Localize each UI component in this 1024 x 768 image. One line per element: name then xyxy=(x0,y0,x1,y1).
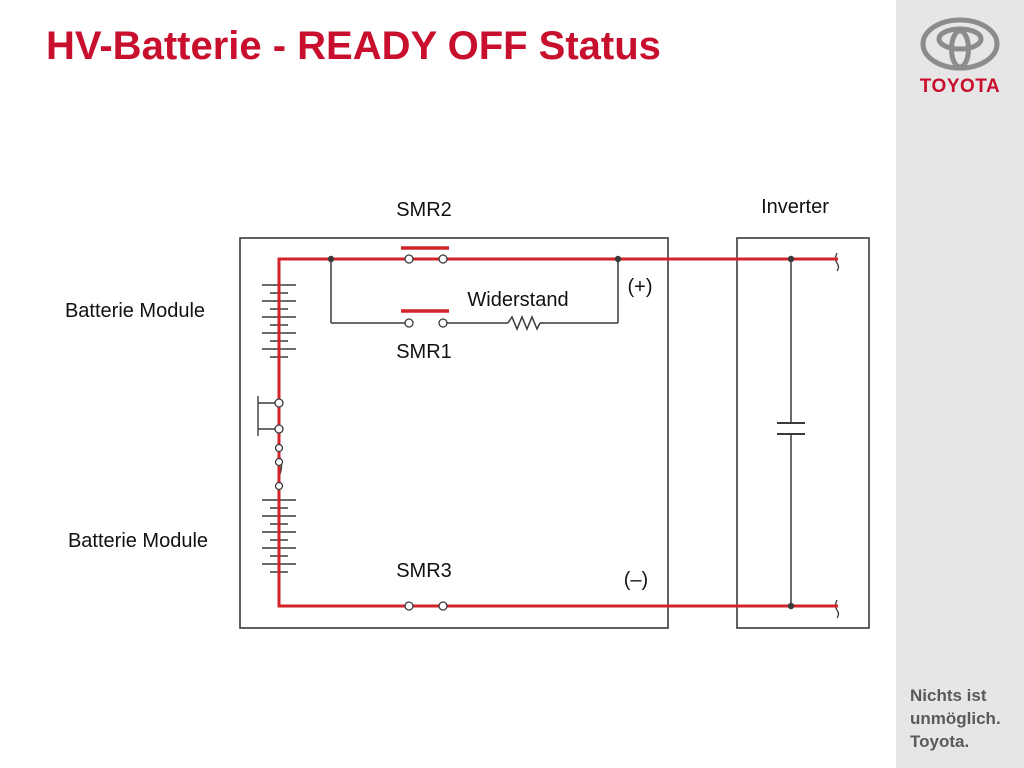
inverter-enclosure xyxy=(736,237,870,629)
capacitor-symbol xyxy=(777,422,805,435)
slogan-line: Toyota. xyxy=(910,732,970,751)
junction-dots xyxy=(327,255,795,610)
slogan-line: unmöglich. xyxy=(910,709,1001,728)
slide-title: HV-Batterie - READY OFF Status xyxy=(46,24,661,68)
battery-module-label-top: Batterie Module xyxy=(65,300,205,322)
slogan-line: Nichts ist xyxy=(910,686,987,705)
cable-break-marks xyxy=(834,252,840,619)
smr1-branch xyxy=(330,259,619,331)
toyota-emblem-icon xyxy=(920,17,1000,71)
smr2-label: SMR2 xyxy=(396,199,452,221)
service-plug-contacts xyxy=(274,398,284,491)
battery-enclosure xyxy=(239,237,669,629)
smr3-label: SMR3 xyxy=(396,560,452,582)
brand-name: TOYOTA xyxy=(919,76,1001,97)
circuit-diagram: SMR2 Inverter Widerstand SMR1 SMR3 (+) (… xyxy=(65,196,870,629)
smr2-relay xyxy=(401,246,449,264)
inverter-label: Inverter xyxy=(761,196,829,218)
positive-terminal-label: (+) xyxy=(628,276,653,298)
brand-slogan: Nichts ist unmöglich. Toyota. xyxy=(910,684,1001,753)
brand-sidebar: TOYOTA Nichts ist unmöglich. Toyota. xyxy=(896,0,1024,768)
smr3-relay xyxy=(404,601,448,611)
battery-module-label-bottom: Batterie Module xyxy=(68,530,208,552)
smr1-label: SMR1 xyxy=(396,341,452,363)
negative-terminal-label: (–) xyxy=(624,569,648,591)
main-circuit xyxy=(277,257,838,608)
smr1-relay xyxy=(401,309,449,328)
resistor-symbol xyxy=(507,315,541,331)
resistor-label: Widerstand xyxy=(467,289,568,311)
